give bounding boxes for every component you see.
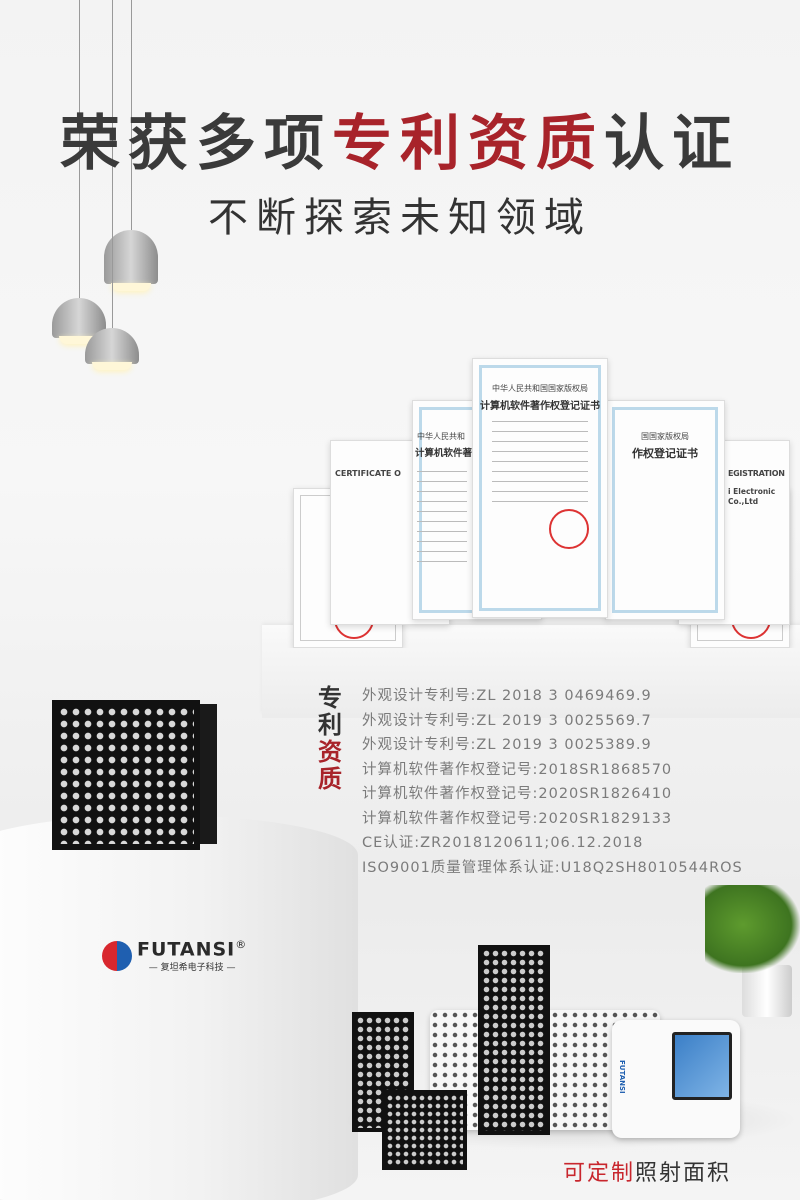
qualification-label: 专利资质 xyxy=(318,684,348,792)
caption-highlight: 可定制 xyxy=(563,1161,636,1186)
list-item: 计算机软件著作权登记号:2018SR1868570 xyxy=(362,761,673,778)
list-item: 外观设计专利号:ZL 2018 3 0469469.9 xyxy=(362,688,652,704)
registered-mark: ® xyxy=(235,938,248,951)
certificate-company: i Electronic Co.,Ltd xyxy=(728,487,776,506)
certificate-heading: CERTIFICATE O xyxy=(335,469,401,478)
led-module-cube xyxy=(382,1090,467,1170)
device-side xyxy=(195,704,217,844)
lamp-bulb xyxy=(92,362,132,370)
label-qualification: 资质 xyxy=(318,737,342,793)
controller-touchscreen[interactable] xyxy=(672,1032,732,1100)
lamp-bulb xyxy=(111,283,151,291)
lamp-cord xyxy=(79,0,80,300)
label-patent: 专利 xyxy=(318,683,342,739)
headline-highlight: 专利资质 xyxy=(332,109,604,179)
qualification-list: 外观设计专利号:ZL 2018 3 0469469.9 外观设计专利号:ZL 2… xyxy=(362,684,743,880)
list-item: 外观设计专利号:ZL 2019 3 0025389.9 xyxy=(362,737,652,753)
headline: 荣获多项专利资质认证 xyxy=(0,95,800,182)
lamp-cord xyxy=(112,0,113,330)
bottom-caption: 可定制照射面积 xyxy=(563,1155,731,1187)
certificate-issuer: 中华人民共和 xyxy=(417,432,465,441)
list-item: 外观设计专利号:ZL 2019 3 0025569.7 xyxy=(362,712,652,729)
logo-subtitle: — 复坦希电子科技 — xyxy=(148,963,236,974)
controller-unit: FUTANSI xyxy=(612,1020,740,1138)
shelf-front xyxy=(262,648,800,718)
caption-rest: 照射面积 xyxy=(635,1161,732,1186)
list-item: ISO9001质量管理体系认证:U18Q2SH8010544ROS xyxy=(362,859,743,876)
certificate-issuer: 中华人民共和国国家版权局 xyxy=(492,384,588,393)
logo-name: FUTANSI xyxy=(137,938,236,961)
led-module-tall xyxy=(478,945,550,1135)
certificate-issuer: 国国家版权局 xyxy=(641,432,689,441)
subtitle: 不断探索未知领域 xyxy=(208,195,592,241)
list-item: 计算机软件著作权登记号:2020SR1829133 xyxy=(362,810,673,827)
pedestal xyxy=(0,815,358,1200)
plant xyxy=(705,885,800,973)
certificate-software-right: 国国家版权局作权登记证书 xyxy=(605,400,725,620)
pendant-lamp xyxy=(85,328,139,364)
plant-pot xyxy=(742,965,792,1017)
led-array-device xyxy=(52,700,200,850)
headline-part1: 荣获多项 xyxy=(60,109,332,179)
headline-part3: 认证 xyxy=(604,109,740,179)
pendant-lamp xyxy=(104,230,158,284)
brand-logo: FUTANSI® — 复坦希电子科技 — xyxy=(102,938,247,973)
list-item: CE认证:ZR2018120611;06.12.2018 xyxy=(362,835,644,851)
lamp-bulb xyxy=(59,336,99,344)
certificate-title: 作权登记证书 xyxy=(632,447,698,460)
certificate-title: 计算机软件著 xyxy=(415,448,473,459)
certificate-heading: EGISTRATION xyxy=(728,469,785,478)
list-item: 计算机软件著作权登记号:2020SR1826410 xyxy=(362,786,673,802)
logo-mark-icon xyxy=(102,940,132,971)
certificate-title: 计算机软件著作权登记证书 xyxy=(480,401,600,412)
certificate-software-main: 中华人民共和国国家版权局计算机软件著作权登记证书 xyxy=(472,358,608,618)
lamp-cord xyxy=(131,0,132,232)
controller-brand: FUTANSI xyxy=(618,1060,626,1094)
